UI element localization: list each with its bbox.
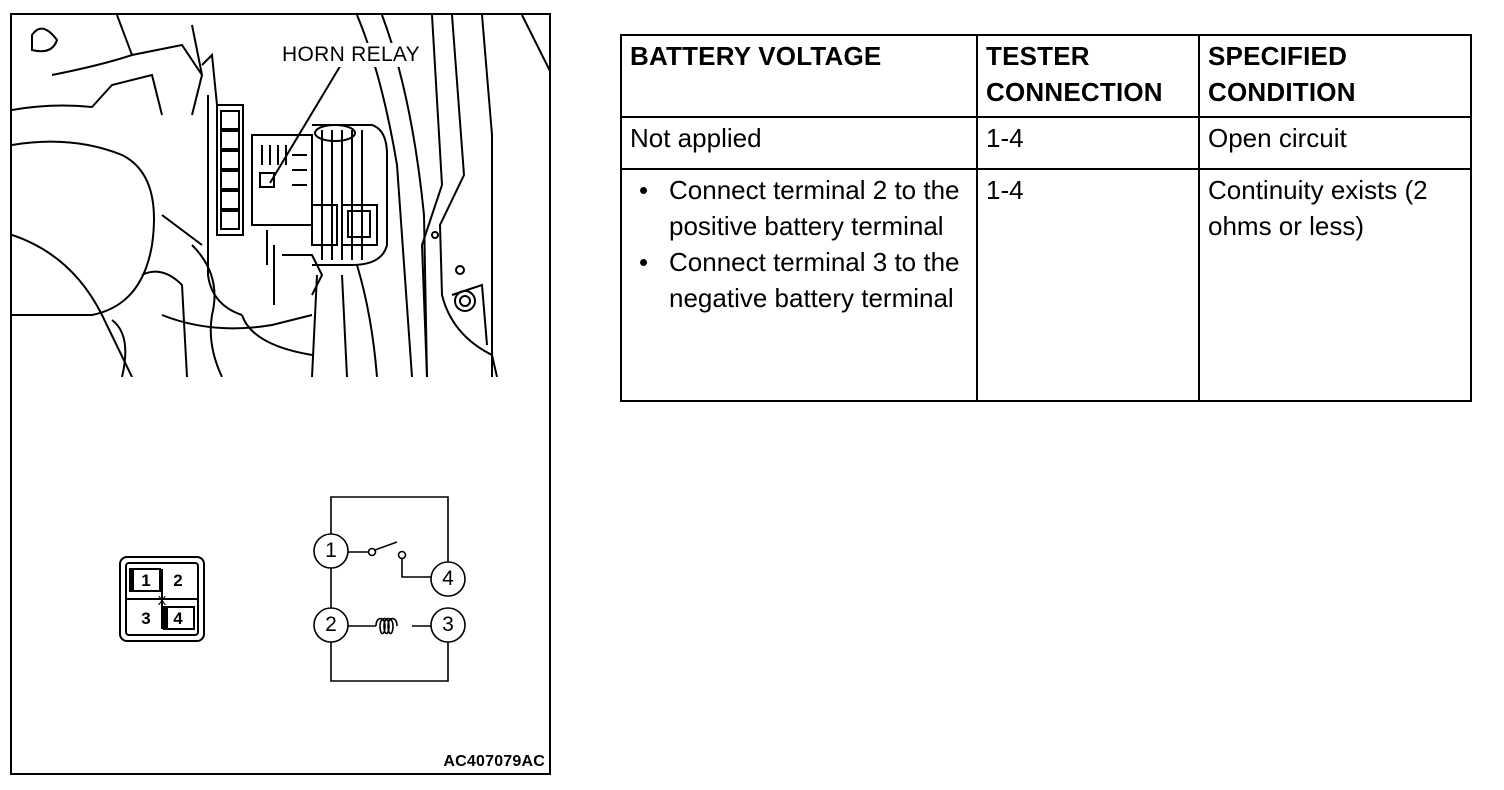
schematic-terminal-label: 2: [325, 613, 337, 636]
table-body: Not applied 1-4 Open circuit Connect ter…: [620, 116, 1472, 402]
header-specified-condition: SPECIFIED CONDITION: [1198, 34, 1472, 118]
list-item: Connect terminal 3 to the negative batte…: [630, 244, 968, 316]
cell-battery-voltage: Not applied: [620, 116, 978, 170]
header-tester-connection: TESTER CONNECTION: [976, 34, 1200, 118]
schematic-terminal-label: 3: [442, 613, 454, 636]
cell-specified-condition: Open circuit: [1198, 116, 1472, 170]
connector-outline-icon: [119, 556, 205, 642]
relay-circuit-diagram: [313, 496, 466, 682]
cell-tester-connection: 1-4: [976, 116, 1200, 170]
connector-center-mark: X: [157, 593, 167, 608]
header-battery-voltage: BATTERY VOLTAGE: [620, 34, 978, 118]
table-row: Connect terminal 2 to the positive batte…: [620, 168, 1472, 402]
engine-compartment-illustration: [12, 15, 549, 377]
table-row: Not applied 1-4 Open circuit: [620, 116, 1472, 170]
relay-schematic: 1 2 3 4: [302, 495, 482, 685]
schematic-terminal-label: 1: [325, 539, 337, 562]
battery-voltage-steps: Connect terminal 2 to the positive batte…: [630, 172, 968, 316]
relay-figure-panel: HORN RELAY 1 2 3 4 X: [10, 13, 551, 775]
cell-battery-voltage: Connect terminal 2 to the positive batte…: [620, 168, 978, 402]
list-item: Connect terminal 2 to the positive batte…: [630, 172, 968, 244]
connector-pin-label: 2: [173, 571, 183, 590]
connector-pin-label: 3: [141, 609, 151, 628]
cell-specified-condition: Continuity exists (2 ohms or less): [1198, 168, 1472, 402]
relay-check-table: BATTERY VOLTAGE TESTER CONNECTION SPECIF…: [620, 34, 1472, 402]
connector-pin-label: 1: [141, 571, 151, 590]
table-header-row: BATTERY VOLTAGE TESTER CONNECTION SPECIF…: [620, 34, 1472, 118]
cell-tester-connection: 1-4: [976, 168, 1200, 402]
figure-reference-code: AC407079AC: [443, 753, 545, 770]
relay-connector-face: 1 2 3 4 X: [118, 555, 206, 643]
schematic-terminal-label: 4: [442, 567, 454, 590]
horn-relay-callout-label: HORN RELAY: [280, 43, 422, 67]
connector-pin-label: 4: [173, 609, 183, 628]
table-header: BATTERY VOLTAGE TESTER CONNECTION SPECIF…: [620, 34, 1472, 118]
